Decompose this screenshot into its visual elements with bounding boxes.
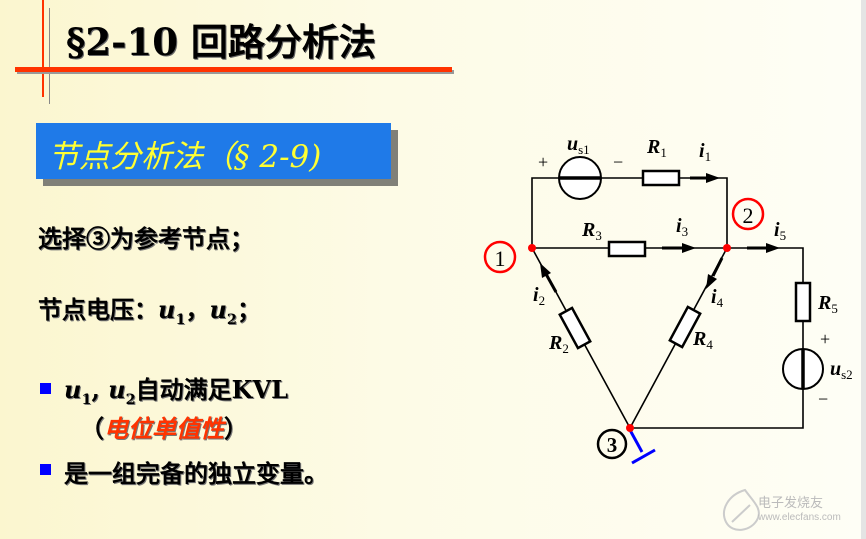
resistor-r5 [794, 281, 812, 323]
arrow-i2-icon [540, 263, 551, 278]
label-i4: i4 [711, 286, 724, 310]
section-box-label: 节点分析法（§ 2-9) [48, 139, 322, 175]
label-r4: R4 [692, 328, 713, 352]
resistor-r4 [668, 305, 702, 349]
node-label-2: 2 [731, 197, 765, 231]
label-r1: R1 [646, 136, 667, 160]
svg-text:1: 1 [495, 246, 506, 271]
bullet-independent: 是一组完备的独立变量。 [64, 459, 328, 488]
label-i5: i5 [774, 219, 786, 243]
node-dot-2 [723, 244, 731, 252]
wire-top [531, 177, 728, 248]
wire-right [630, 247, 804, 429]
resistor-r2 [558, 306, 592, 350]
potential-note: （电位单值性） [80, 414, 248, 443]
label-r3: R3 [581, 219, 602, 243]
arrow-i3-icon [682, 243, 696, 253]
us2-plus: + [820, 329, 830, 349]
svg-text:3: 3 [607, 433, 618, 457]
watermark-name: 电子发烧友 [758, 496, 824, 511]
watermark-logo-icon [723, 488, 760, 531]
node-dot-1 [528, 244, 536, 252]
right-edge-strip [861, 0, 866, 539]
svg-text:2: 2 [743, 203, 754, 228]
bullet-icon [40, 383, 51, 394]
section-box: 节点分析法（§ 2-9) [36, 123, 391, 179]
arrow-i5-icon [766, 243, 780, 253]
node-label-1: 1 [483, 240, 517, 274]
label-i1: i1 [699, 140, 711, 164]
node-label-3: 3 [596, 428, 628, 460]
label-i3: i3 [676, 215, 688, 239]
watermark-url: www.elecfans.com [758, 512, 841, 523]
decor-line-shadow [17, 70, 454, 74]
resistor-r1 [641, 169, 681, 187]
node-dot-3 [626, 424, 634, 432]
ground-icon [628, 429, 656, 465]
arrow-i1-icon [706, 173, 720, 183]
voltage-source-us2 [782, 348, 824, 390]
us1-plus: + [538, 152, 548, 172]
bullet-icon [40, 464, 51, 475]
title-underline [15, 67, 452, 72]
node-voltage-text: 节点电压：u1，u2； [38, 295, 261, 328]
label-r5: R5 [817, 292, 838, 316]
label-us2: us2 [830, 358, 853, 382]
decor-vertical-gray-line [49, 8, 50, 104]
resistor-r3 [607, 240, 647, 258]
label-i2: i2 [533, 284, 545, 308]
label-r2: R2 [548, 332, 569, 356]
decor-vertical-red-line [42, 0, 44, 97]
us1-minus: − [613, 152, 623, 172]
slide-title: §2-10 回路分析法 [66, 20, 376, 64]
bullet-kvl: u1, u2自动满足KVL [64, 375, 289, 408]
reference-node-text: 选择③为参考节点； [38, 224, 254, 253]
us2-minus: − [818, 389, 828, 409]
voltage-source-us1 [558, 156, 602, 200]
arrow-i4-icon [706, 274, 717, 289]
label-us1: us1 [567, 133, 590, 157]
